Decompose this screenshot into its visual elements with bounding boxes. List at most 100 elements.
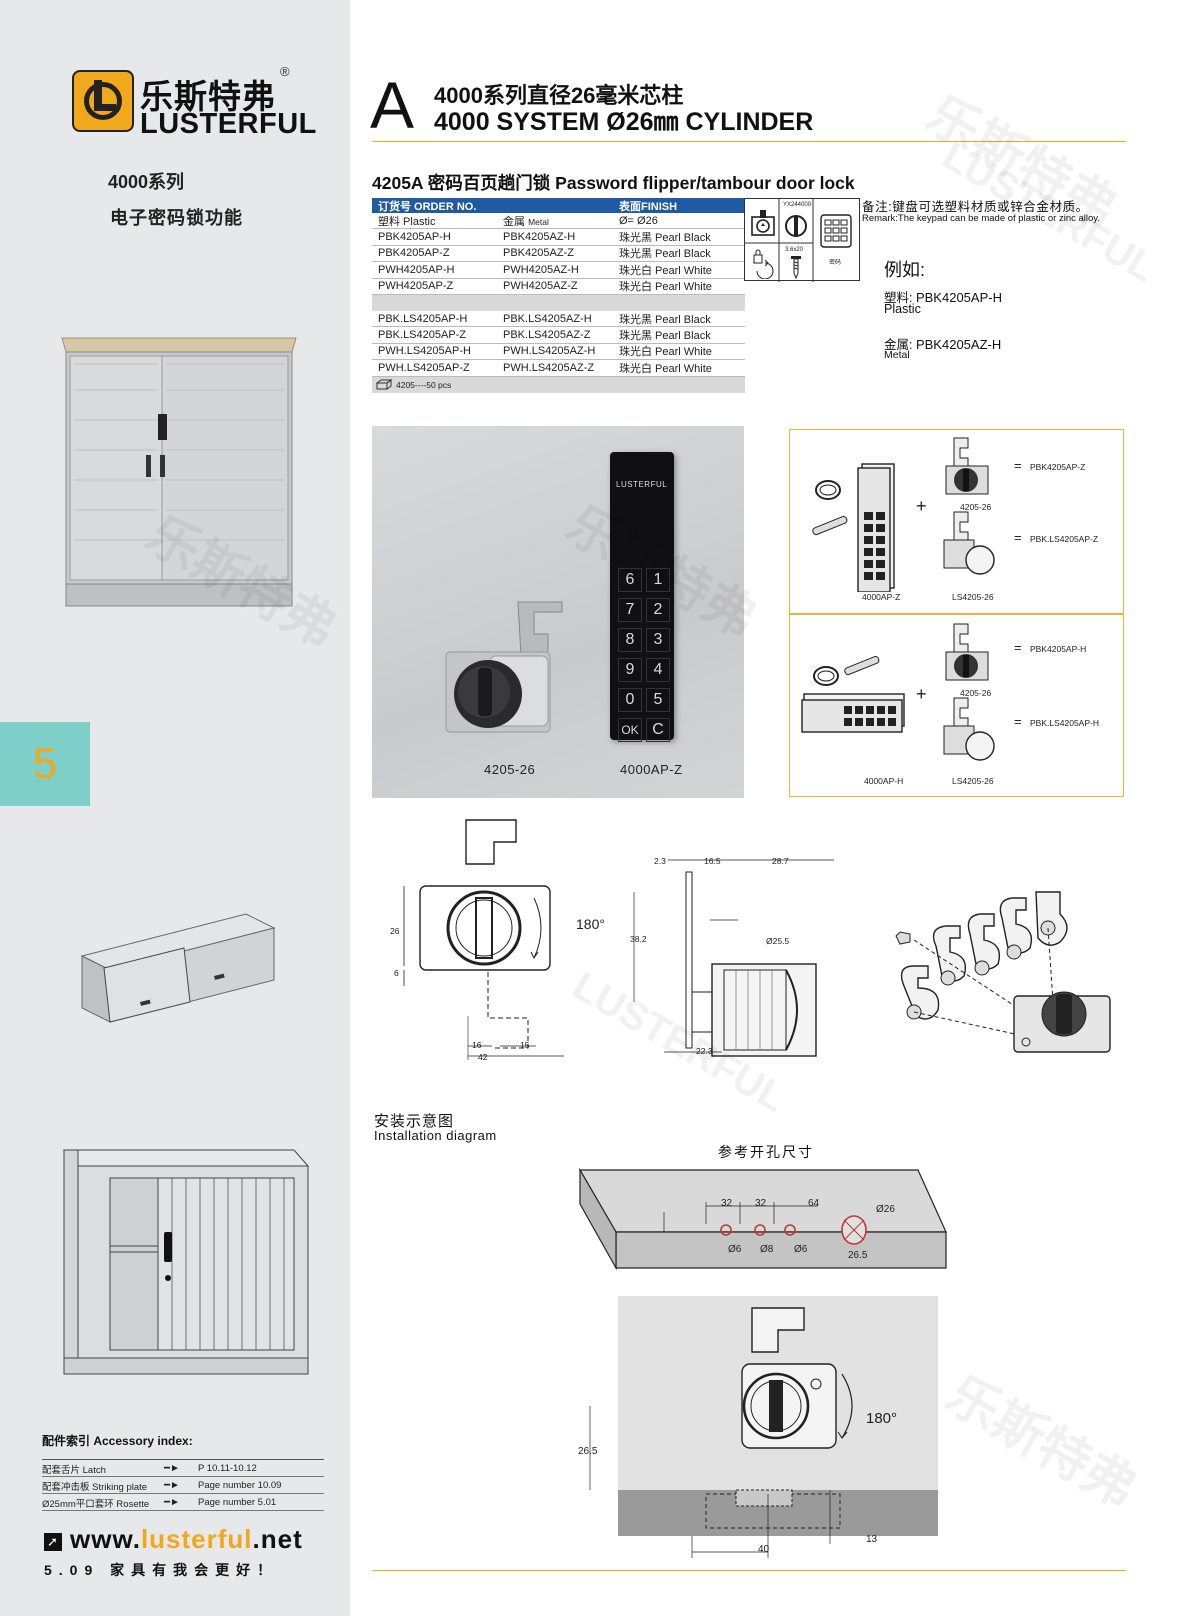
- icon-label-screw: 3.6x20: [785, 247, 804, 253]
- side-view-drawing: [633, 859, 834, 1057]
- website-prefix: www.: [70, 1524, 141, 1554]
- dim-2-3: 2.3: [654, 856, 666, 866]
- keypad-icon: [820, 214, 852, 248]
- brand-name-cn: 乐斯特弗: [140, 78, 276, 115]
- horizontal-keypad-drawing: [801, 693, 905, 733]
- product-title: 4205A 密码百页趟门锁 Password flipper/tambour d…: [372, 173, 855, 193]
- result-label-3: PBK4205AP-H: [1030, 644, 1087, 654]
- keypad-key[interactable]: 1: [646, 568, 670, 592]
- keypad-key[interactable]: 2: [646, 598, 670, 622]
- cylinder-knob-drawing: [943, 697, 995, 761]
- example-metal: 金属: PBK4205AZ-H: [884, 337, 1002, 352]
- cyl-label-3: 4205-26: [960, 688, 992, 698]
- dim-42: 42: [478, 1052, 488, 1062]
- accessories-drawing: [813, 655, 880, 686]
- keypad-key[interactable]: 7: [618, 598, 642, 622]
- watermark: 乐斯特弗: [936, 1365, 1146, 1520]
- mount-width: 40: [758, 1544, 770, 1555]
- dim-15: 15: [520, 1040, 530, 1050]
- header-title-cn: 4000系列直径26毫米芯柱: [434, 83, 684, 108]
- table-spacer: [372, 294, 745, 311]
- website-domain: lusterful: [140, 1524, 253, 1554]
- result-label-2: PBK.LS4205AP-Z: [1030, 534, 1099, 544]
- keypad-keys: 6 1 7 2 8 3 9 4 0 5 OK C: [618, 568, 670, 742]
- feature-label: 电子密码锁功能: [110, 208, 243, 228]
- cylinder-icon: [785, 215, 807, 237]
- brand-name-en: LUSTERFUL: [140, 108, 317, 140]
- remark-cn: 备注:键盘可选塑料材质或锌合金材质。: [862, 200, 1089, 214]
- keypad-key[interactable]: 4: [646, 658, 670, 682]
- hole-spacing-3: 64: [808, 1198, 820, 1209]
- section-letter: A: [370, 68, 415, 142]
- keypad-key[interactable]: 5: [646, 688, 670, 712]
- arrow-right-icon: ━►: [164, 1463, 180, 1474]
- keypad-key[interactable]: 9: [618, 658, 642, 682]
- accessory-row[interactable]: Ø25mm平口套环 Rosette ━► Page number 5.01: [42, 1495, 324, 1511]
- keypad-key[interactable]: OK: [618, 718, 642, 742]
- accessories-drawing: [812, 480, 848, 536]
- grid-lines: [745, 199, 814, 282]
- example-plastic: 塑料: PBK4205AP-H: [884, 290, 1002, 305]
- equals-sign: =: [1014, 530, 1022, 545]
- keypad-key[interactable]: 3: [646, 628, 670, 652]
- accessory-index-title: 配件索引 Accessory index:: [42, 1432, 324, 1460]
- table-header: 订货号 ORDER NO. 表面FINISH: [372, 198, 745, 213]
- dim-26: 26: [390, 926, 400, 936]
- accessory-row[interactable]: 配套冲击板 Striking plate ━► Page number 10.0…: [42, 1478, 324, 1494]
- order-table: 订货号 ORDER NO. 表面FINISH 塑料 Plastic 金属 Met…: [372, 198, 745, 393]
- keypad-key[interactable]: 8: [618, 628, 642, 652]
- sliding-cabinet-illustration: [62, 1149, 310, 1375]
- example-title: 例如:: [884, 260, 926, 280]
- cylinder-cam-drawing: [945, 623, 989, 681]
- keypad-key[interactable]: C: [646, 718, 670, 742]
- hole-offset: 26.5: [848, 1250, 868, 1261]
- result-label-4: PBK.LS4205AP-H: [1030, 718, 1099, 728]
- tambour-cabinet-illustration: [61, 337, 297, 607]
- chapter-tab[interactable]: 5: [0, 722, 90, 806]
- keypad-key[interactable]: 0: [618, 688, 642, 712]
- header-title-en: 4000 SYSTEM Ø26㎜ CYLINDER: [434, 108, 814, 136]
- table-header-order: 订货号 ORDER NO.: [378, 200, 477, 213]
- accessory-row[interactable]: 配套舌片 Latch ━► P 10.11-10.12: [42, 1461, 324, 1477]
- cam-variants-exploded-drawing: [895, 891, 1111, 1053]
- arrow-right-icon: ━►: [164, 1480, 180, 1491]
- remark-en: Remark:The keypad can be made of plastic…: [862, 213, 1100, 224]
- pad-label-bottom: 4000AP-H: [864, 776, 904, 786]
- drilling-panel-drawing: [578, 1168, 947, 1271]
- website-link[interactable]: ➚www.lusterful.net: [44, 1524, 303, 1555]
- dim-16: 16: [472, 1040, 482, 1050]
- equals-sign: =: [1014, 640, 1022, 655]
- flipper-cabinet-illustration: [80, 913, 276, 1023]
- sidebar: 乐斯特弗 LUSTERFUL ® 4000系列 电子密码锁功能 5: [0, 0, 350, 1616]
- photo-label-cylinder: 4205-26: [484, 762, 536, 777]
- install-title-cn: 安装示意图: [374, 1113, 455, 1130]
- front-view-drawing: [403, 819, 564, 1060]
- combination-diagram: + 4205-26 = PBK4205AP-Z = PBK.LS4205AP-Z…: [789, 429, 1124, 797]
- accessory-index: 配件索引 Accessory index: 配套舌片 Latch ━► P 10…: [42, 1432, 324, 1511]
- mounted-lock-drawing: [589, 1296, 938, 1558]
- box-icon: [376, 379, 392, 391]
- cyl-label-4: LS4205-26: [952, 776, 994, 786]
- table-header-finish: 表面FINISH: [619, 200, 678, 213]
- hole-spacing-1: 32: [721, 1198, 733, 1209]
- arrow-right-icon: ━►: [164, 1497, 180, 1508]
- example-plastic-en: Plastic: [884, 302, 921, 316]
- keypad-key[interactable]: 6: [618, 568, 642, 592]
- website-suffix: .net: [252, 1524, 303, 1554]
- packing-qty: 4205----50 pcs: [396, 379, 452, 390]
- accessory-item: 配套舌片 Latch: [42, 1464, 106, 1476]
- brand-logo[interactable]: 乐斯特弗 LUSTERFUL ®: [72, 64, 316, 140]
- hole-dia-6a: Ø6: [728, 1244, 742, 1255]
- result-label-1: PBK4205AP-Z: [1030, 462, 1086, 472]
- dim-16-5: 16.5: [704, 856, 721, 866]
- plus-sign: +: [916, 684, 927, 704]
- cam-lock-icon: [751, 210, 775, 236]
